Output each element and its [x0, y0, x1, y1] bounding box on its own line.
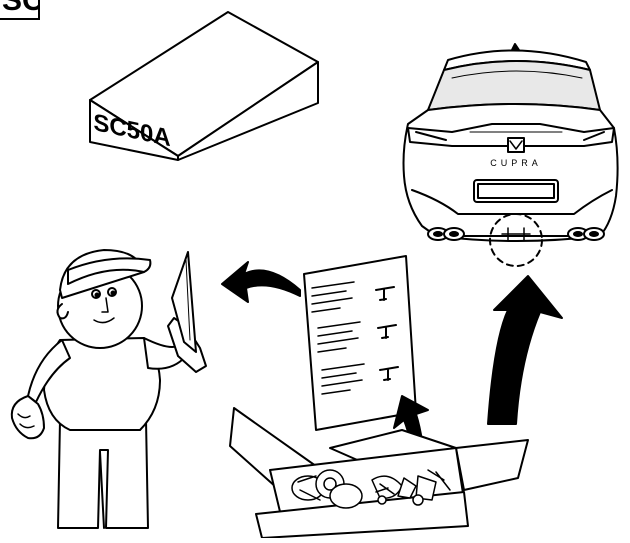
car-badge-text: CUPRA: [490, 158, 542, 168]
open-parts-box: [229, 407, 529, 539]
product-box: SC50A: [89, 11, 319, 161]
exhaust-right: [567, 227, 605, 241]
hook-icon-1: [375, 286, 395, 301]
box-contents: [291, 469, 451, 509]
arrow-to-mechanic: [221, 261, 301, 303]
arrow-to-car: [487, 275, 563, 425]
instruction-sheet: [303, 255, 417, 431]
hook-icon-2: [377, 324, 397, 339]
exhaust-left: [427, 227, 465, 241]
mechanic-character: [10, 249, 207, 529]
hook-icon-3: [379, 366, 399, 381]
corner-label-text: SC: [2, 0, 40, 17]
car-rear-view: CUPRA: [402, 43, 619, 267]
tow-hook-highlight-circle: [489, 213, 543, 267]
corner-label-box: SC: [0, 0, 40, 20]
